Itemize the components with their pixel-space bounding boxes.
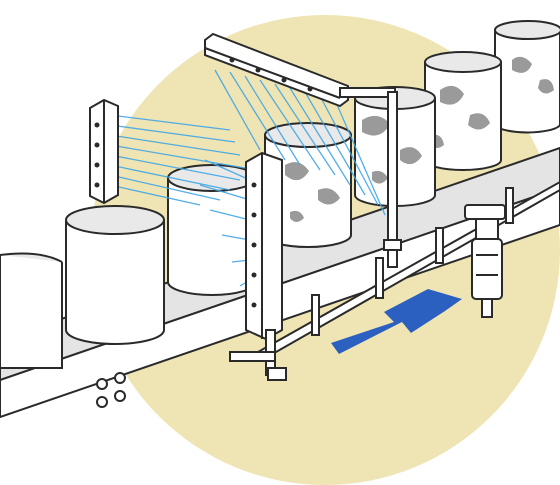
filter-regulator-icon bbox=[464, 204, 506, 318]
air-knife-icon bbox=[245, 151, 283, 341]
air-knife-icon bbox=[89, 98, 119, 205]
can-front-1 bbox=[0, 252, 63, 369]
rail-hole bbox=[114, 390, 126, 402]
rail-hole bbox=[96, 378, 108, 390]
air-knife-front-vertical bbox=[245, 151, 283, 341]
can-back-4 bbox=[494, 20, 560, 134]
rail-hole bbox=[96, 396, 108, 408]
flow-direction-arrow bbox=[331, 289, 462, 354]
flow-direction-arrow-icon bbox=[331, 289, 462, 354]
can-back-3 bbox=[424, 51, 502, 171]
can-front-2 bbox=[65, 205, 165, 345]
air-knife-icon bbox=[204, 32, 349, 108]
air-streams bbox=[109, 69, 386, 287]
can-front-3 bbox=[167, 164, 257, 296]
rail-hole bbox=[114, 372, 126, 384]
overhead-supply-pipe bbox=[339, 87, 402, 268]
